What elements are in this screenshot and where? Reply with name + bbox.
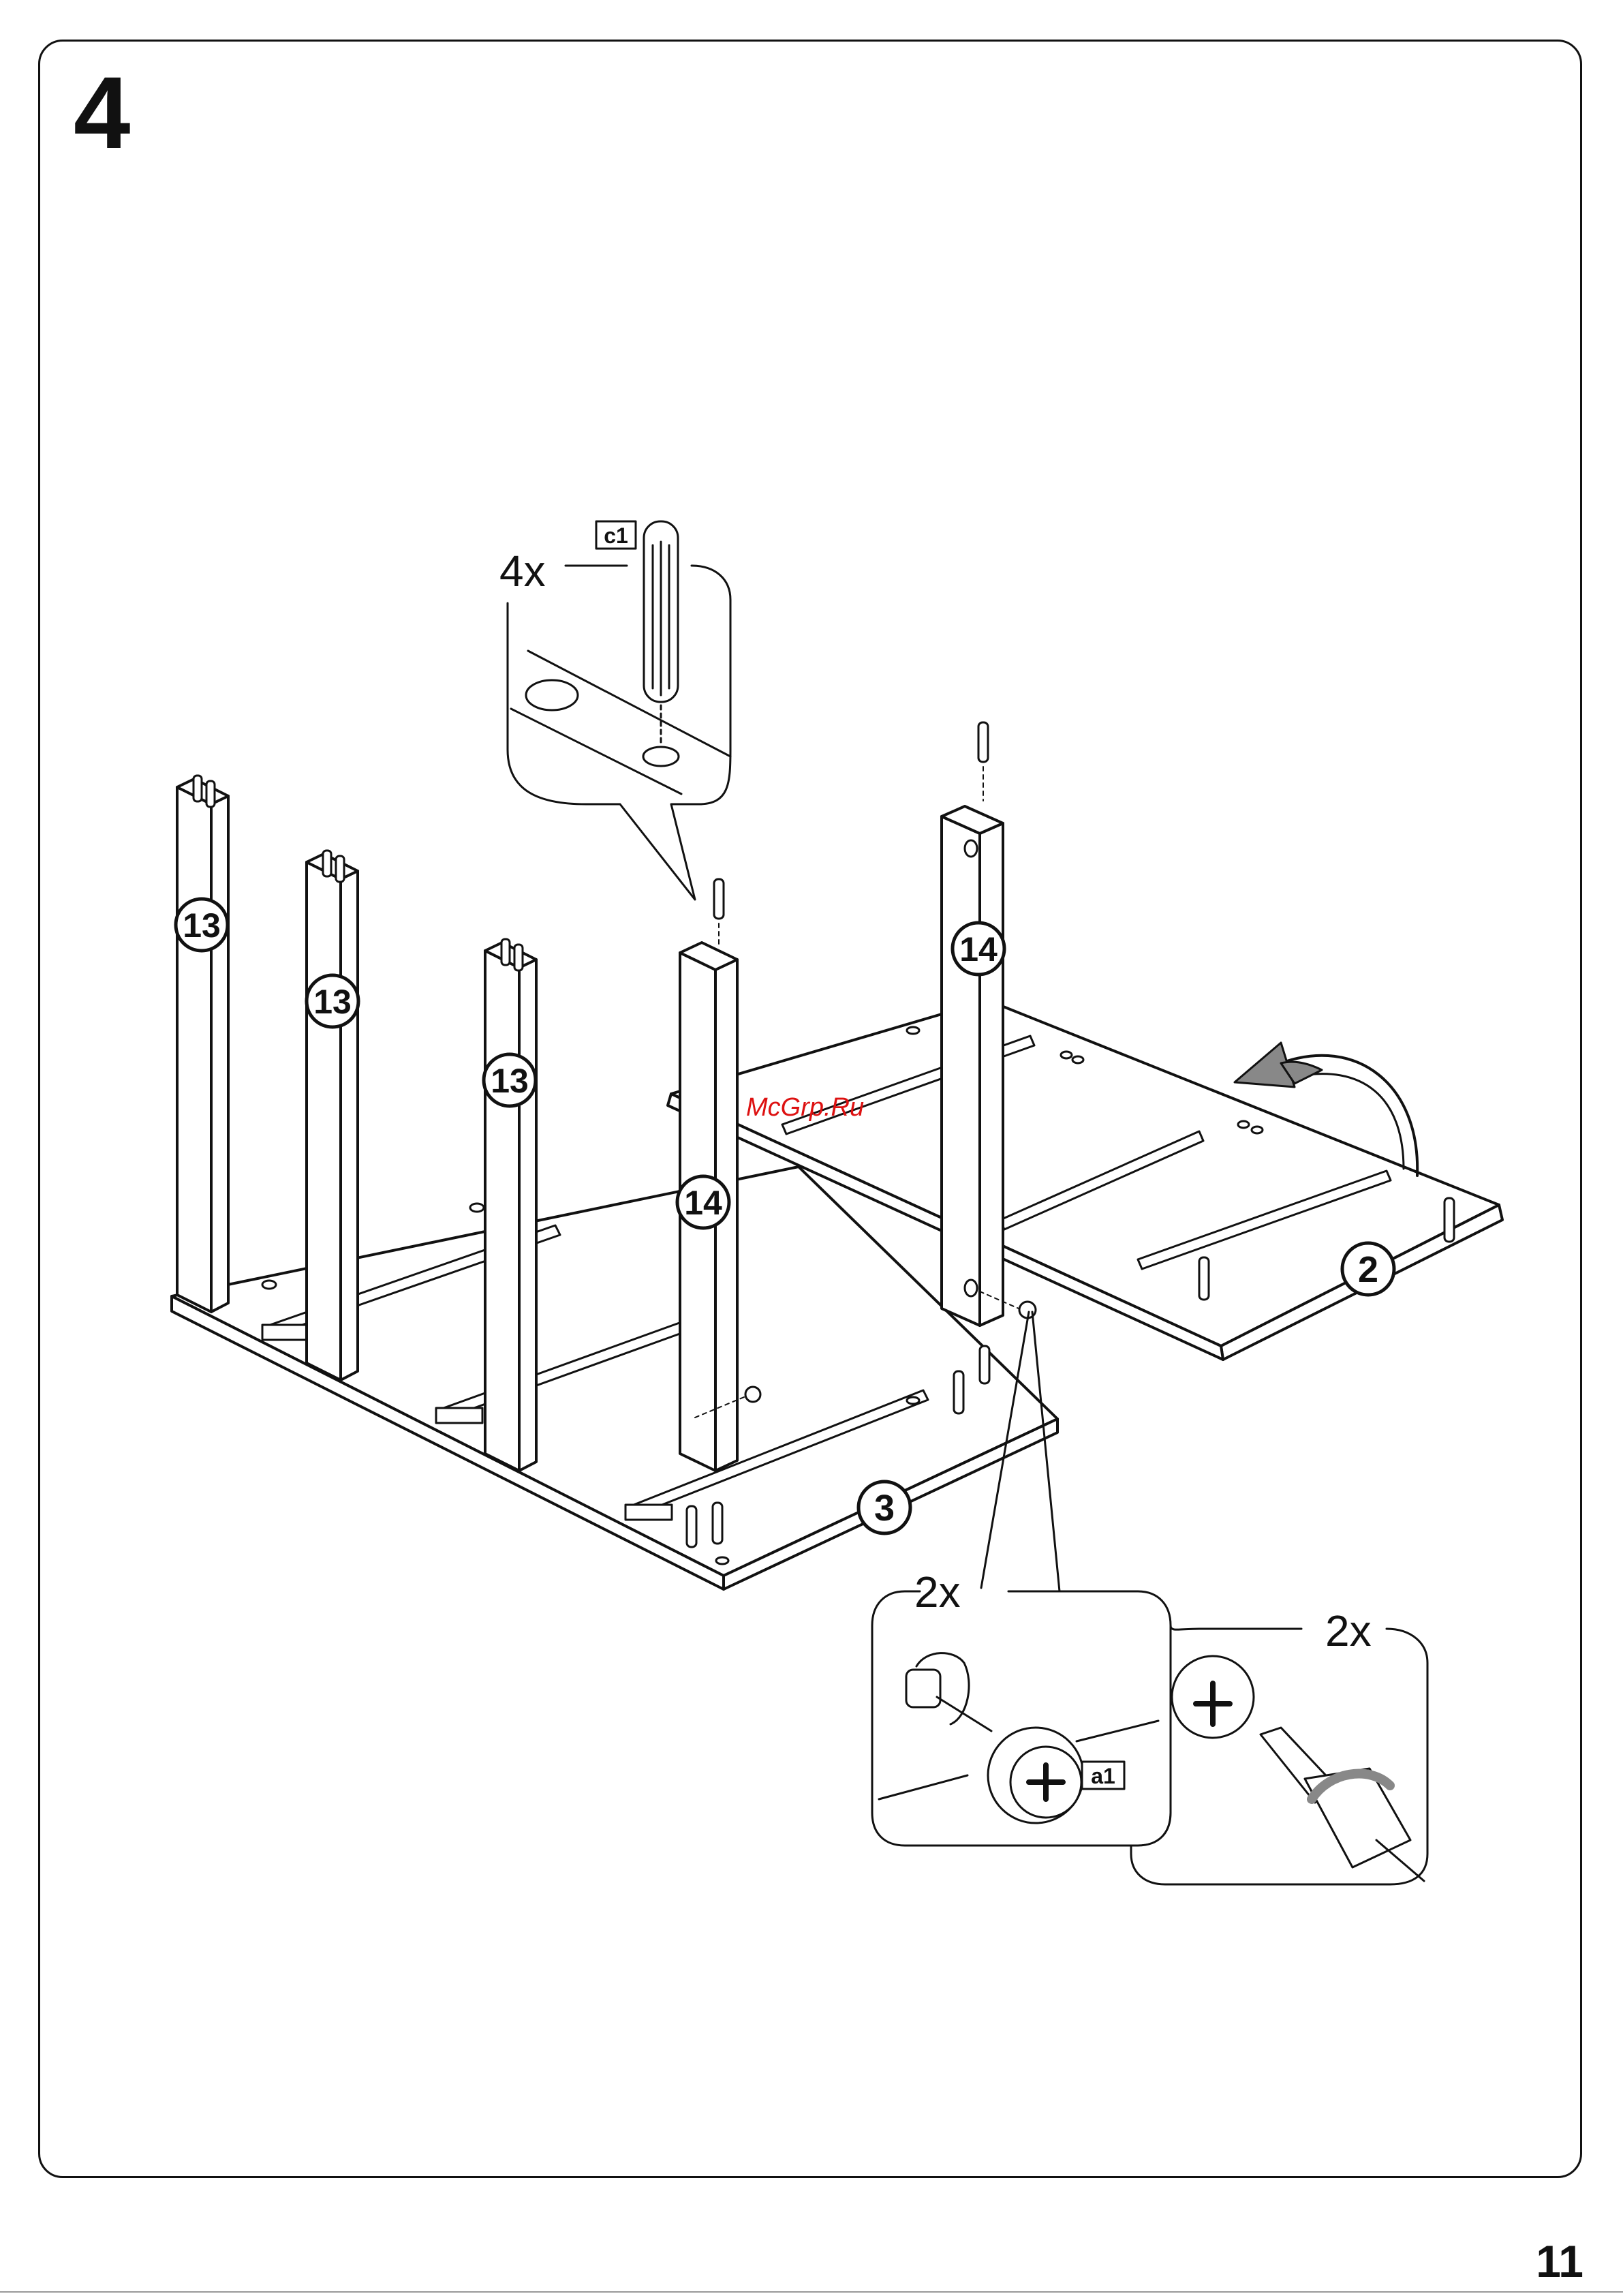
watermark: McGrp.Ru: [746, 1093, 864, 1122]
a1-part-code: a1: [1091, 1764, 1115, 1788]
leg-13-b: [307, 851, 358, 1380]
part-label-text: 3: [874, 1488, 895, 1529]
part-label-3: 3: [859, 1482, 910, 1533]
leg-13-c: [485, 939, 536, 1471]
part-label-14-b: 14: [953, 923, 1004, 975]
leg-13-a: [177, 776, 228, 1312]
part-label-text: 13: [313, 983, 352, 1021]
part-label-text: 13: [183, 906, 221, 945]
leg-14-a: [680, 879, 737, 1471]
callout-tighten: 2x: [1131, 1606, 1427, 1884]
panel-3: [172, 1167, 1057, 1589]
part-label-14-a: 14: [677, 1176, 729, 1228]
part-label-13-a: 13: [176, 899, 228, 951]
a1-quantity: 2x: [914, 1567, 961, 1617]
c1-part-code: c1: [604, 523, 628, 548]
callout-c1: 4x c1: [499, 521, 730, 900]
c1-quantity: 4x: [499, 547, 546, 596]
part-label-2: 2: [1342, 1243, 1394, 1295]
part-label-13-c: 13: [484, 1054, 536, 1106]
part-label-text: 14: [684, 1184, 722, 1222]
part-label-text: 13: [491, 1062, 529, 1100]
part-label-13-b: 13: [307, 975, 358, 1027]
tighten-quantity: 2x: [1325, 1606, 1372, 1655]
part-label-text: 2: [1358, 1249, 1378, 1290]
part-label-text: 14: [959, 930, 998, 968]
